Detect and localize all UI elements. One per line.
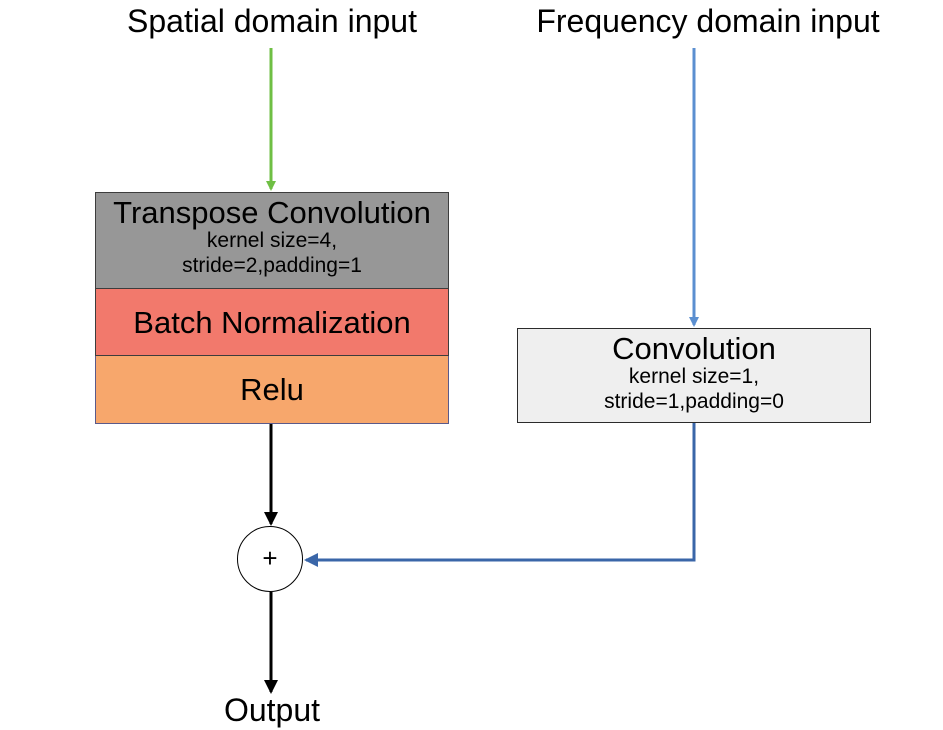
convolution-params-line2: stride=1,padding=0 xyxy=(604,390,784,414)
transpose-convolution-block: Transpose Convolution kernel size=4, str… xyxy=(95,192,449,288)
transpose-convolution-params-line1: kernel size=4, xyxy=(206,229,338,252)
sum-node: + xyxy=(237,526,303,592)
transpose-convolution-params-line2: stride=2,padding=1 xyxy=(182,254,362,278)
relu-block: Relu xyxy=(95,356,449,424)
spatial-input-label: Spatial domain input xyxy=(127,3,417,39)
convolution-title: Convolution xyxy=(612,331,776,366)
conv-to-sum-arrow xyxy=(304,423,696,567)
transpose-convolution-title: Transpose Convolution xyxy=(113,195,431,230)
convolution-block: Convolution kernel size=1, stride=1,padd… xyxy=(517,328,871,423)
batch-normalization-title: Batch Normalization xyxy=(133,305,411,340)
convolution-params-line1: kernel size=1, xyxy=(628,365,760,388)
batch-normalization-block: Batch Normalization xyxy=(95,288,449,356)
frequency-input-label: Frequency domain input xyxy=(536,3,880,39)
relu-title: Relu xyxy=(240,372,304,407)
output-label: Output xyxy=(223,692,321,728)
plus-symbol: + xyxy=(262,543,278,573)
